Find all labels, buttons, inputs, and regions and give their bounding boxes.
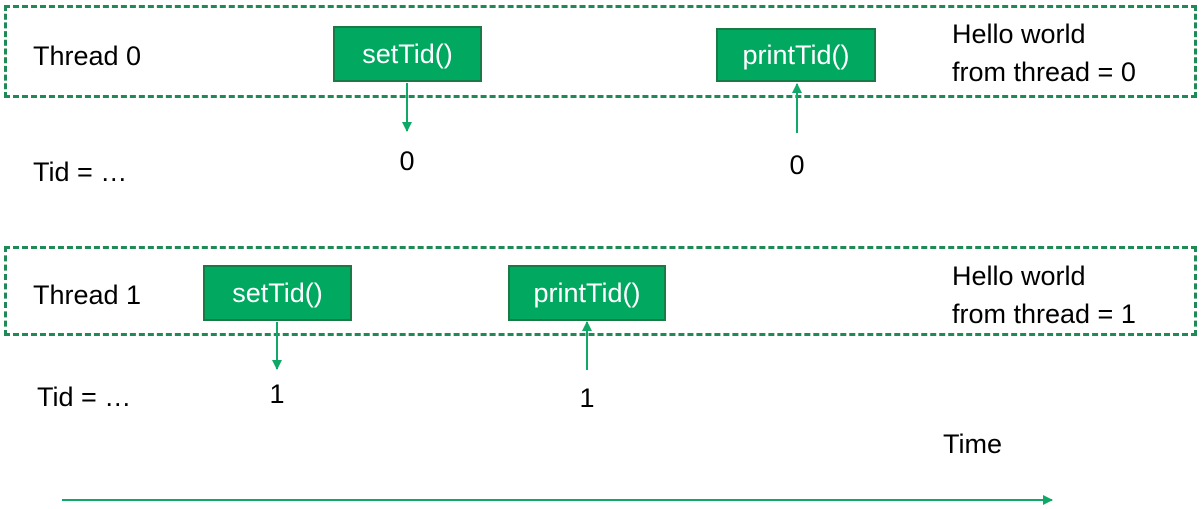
print-tid-box-thread-0: printTid() xyxy=(716,28,876,82)
set-tid-box-thread-0: setTid() xyxy=(333,26,482,82)
set-value-thread-0: 0 xyxy=(399,146,415,176)
time-axis-label: Time xyxy=(943,429,1002,459)
print-value-thread-0: 0 xyxy=(789,150,805,180)
output-line-2: from thread = 1 xyxy=(952,299,1136,329)
output-line-1: Hello world xyxy=(952,261,1086,291)
set-value-thread-1: 1 xyxy=(269,379,285,409)
output-line-1: Hello world xyxy=(952,19,1086,49)
tid-label-thread-1: Tid = … xyxy=(37,382,132,412)
thread-1-lane xyxy=(4,246,1197,336)
thread-0-lane xyxy=(4,5,1197,98)
print-tid-box-thread-1: printTid() xyxy=(508,265,666,321)
thread-0-label: Thread 0 xyxy=(33,41,142,71)
tid-label-thread-0: Tid = … xyxy=(33,157,128,187)
set-tid-box-thread-1: setTid() xyxy=(203,265,352,321)
thread-1-label: Thread 1 xyxy=(33,280,142,310)
print-value-thread-1: 1 xyxy=(579,383,595,413)
output-line-2: from thread = 0 xyxy=(952,57,1136,87)
output-text-thread-1: Hello world from thread = 1 xyxy=(952,257,1136,333)
output-text-thread-0: Hello world from thread = 0 xyxy=(952,15,1136,91)
